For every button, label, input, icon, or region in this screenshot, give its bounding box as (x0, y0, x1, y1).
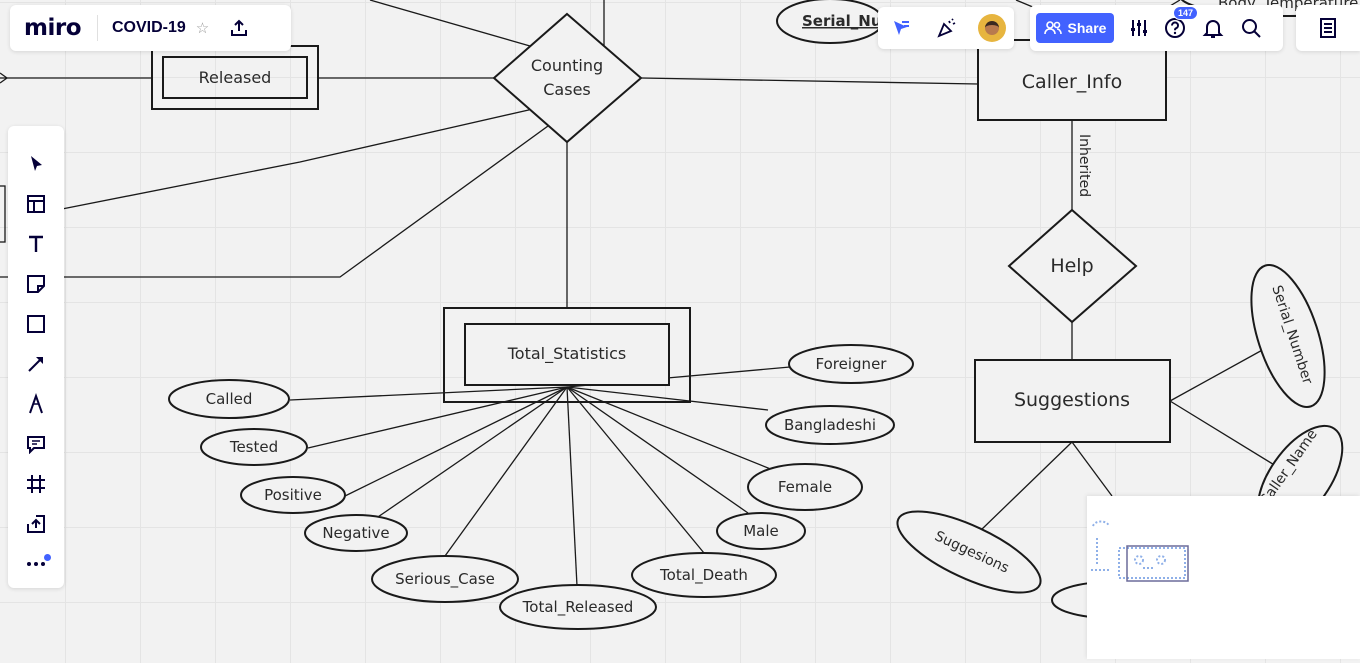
help-badge: 147 (1172, 6, 1198, 20)
attribute-foreigner[interactable]: Foreigner (816, 355, 888, 373)
attribute-total-released[interactable]: Total_Released (522, 598, 634, 617)
users-icon (1043, 21, 1062, 35)
miro-logo[interactable]: miro (24, 15, 82, 41)
party-popper-icon[interactable] (932, 13, 962, 43)
upload-icon[interactable] (225, 14, 253, 42)
attribute-called[interactable]: Called (206, 390, 253, 408)
sticky-note-icon[interactable] (16, 264, 56, 304)
comment-icon[interactable] (16, 424, 56, 464)
rectangle-icon[interactable] (16, 304, 56, 344)
connection-line-icon[interactable] (16, 344, 56, 384)
upload-tool-icon[interactable] (16, 504, 56, 544)
attribute-tested[interactable]: Tested (229, 438, 278, 456)
board-name[interactable]: COVID-19 (112, 19, 186, 36)
actions-panel: Share 147 (1030, 5, 1283, 51)
notes-icon[interactable] (1313, 13, 1343, 43)
minimap[interactable] (1087, 496, 1360, 659)
text-icon[interactable] (16, 224, 56, 264)
select-cursor-icon[interactable] (16, 144, 56, 184)
sliders-icon[interactable] (1124, 13, 1154, 43)
left-toolbar (8, 126, 64, 588)
attribute-total-death[interactable]: Total_Death (659, 566, 748, 585)
entity-suggestions-label[interactable]: Suggestions (1014, 389, 1130, 411)
relationship-help-label[interactable]: Help (1050, 255, 1093, 277)
minimap-viewport[interactable] (1126, 545, 1189, 582)
entity-total-statistics-label[interactable]: Total_Statistics (507, 344, 627, 364)
share-button[interactable]: Share (1036, 13, 1114, 43)
avatar[interactable] (978, 14, 1006, 42)
share-button-label: Share (1067, 20, 1107, 36)
attribute-female[interactable]: Female (778, 478, 832, 496)
templates-icon[interactable] (16, 184, 56, 224)
collaborator-cursors-icon[interactable] (886, 13, 916, 43)
attribute-serious-case[interactable]: Serious_Case (395, 570, 495, 589)
attribute-positive[interactable]: Positive (264, 486, 322, 504)
attribute-male[interactable]: Male (743, 522, 779, 540)
header-divider (97, 15, 98, 41)
edge-label-inherited[interactable]: Inherited (1076, 134, 1092, 197)
board-header: miro COVID-19 ☆ (10, 5, 291, 51)
avatar-face (985, 21, 999, 35)
search-icon[interactable] (1236, 13, 1266, 43)
frame-icon[interactable] (16, 464, 56, 504)
attribute-serial-number-top[interactable]: Serial_Nu (802, 12, 882, 30)
pen-icon[interactable] (16, 384, 56, 424)
relationship-counting-cases-label-2[interactable]: Cases (543, 80, 591, 99)
star-icon[interactable]: ☆ (195, 19, 210, 37)
more-tools-icon[interactable] (16, 544, 56, 584)
attribute-bangladeshi[interactable]: Bangladeshi (784, 416, 876, 434)
attribute-negative[interactable]: Negative (322, 524, 389, 542)
new-tools-dot (44, 554, 51, 561)
notes-panel (1296, 5, 1360, 51)
relationship-counting-cases-label-1[interactable]: Counting (531, 56, 603, 75)
collaboration-panel (878, 7, 1014, 49)
entity-caller-info-label[interactable]: Caller_Info (1022, 71, 1122, 93)
minimap-preview (1091, 520, 1189, 582)
question-icon[interactable]: 147 (1160, 6, 1198, 43)
bell-icon[interactable] (1198, 13, 1228, 43)
entity-released-label[interactable]: Released (199, 68, 272, 87)
